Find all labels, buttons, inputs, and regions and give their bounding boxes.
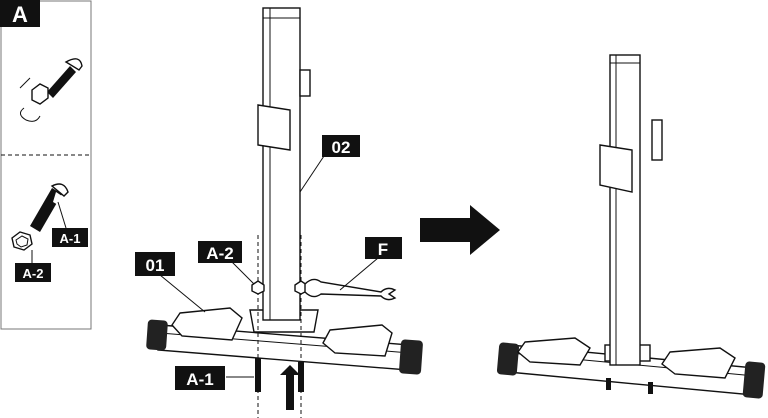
exploded-assembly: 02 01 A-2 F A-1	[135, 7, 423, 418]
bolt-label-step: A-1	[186, 370, 213, 389]
end-cap-left	[146, 319, 168, 351]
hardware-panel: A A-1 A-2	[0, 0, 92, 330]
assembled-stand	[496, 54, 766, 399]
next-step-arrow-icon	[420, 205, 500, 255]
foot-pad-left	[171, 307, 243, 341]
foot-pad-right	[322, 324, 393, 357]
post-hook	[299, 69, 311, 97]
wrench-label: F	[378, 240, 388, 259]
upright-post	[262, 7, 301, 321]
up-arrow-icon	[280, 365, 300, 410]
panel-label-box	[0, 0, 40, 27]
wrench-icon	[304, 278, 397, 301]
nut-label: A-2	[23, 266, 44, 281]
panel-label: A	[12, 2, 28, 27]
bolt-icon	[30, 183, 69, 232]
bolt-a1-right	[298, 362, 304, 392]
end-cap-right	[399, 339, 423, 375]
bolt-nut-tighten-icon	[19, 58, 83, 122]
nut-label-step: A-2	[206, 244, 233, 263]
nut-a2-left	[251, 280, 265, 295]
base-label: 01	[146, 256, 165, 275]
bolt-a1-left	[255, 358, 261, 392]
post-bracket	[257, 104, 291, 151]
bolt-label: A-1	[60, 231, 81, 246]
nut-icon	[11, 231, 33, 251]
post-label: 02	[332, 138, 351, 157]
